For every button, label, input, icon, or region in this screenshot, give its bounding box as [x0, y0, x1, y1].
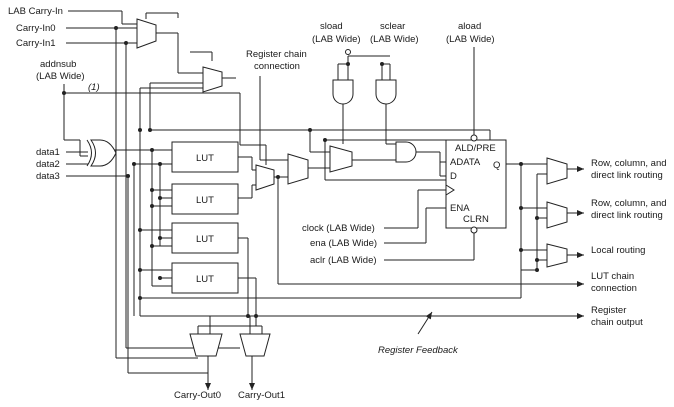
- carry-out1-label: Carry-Out1: [238, 390, 285, 401]
- addnsub-scope-label: (LAB Wide): [36, 71, 85, 82]
- aload-scope-label: (LAB Wide): [446, 34, 495, 45]
- sload-and-gate: [332, 79, 354, 105]
- register-block: [345, 49, 507, 234]
- register-ald-pre-label: ALD/PRE: [455, 143, 496, 154]
- lut-chain-connection-line2: connection: [591, 283, 637, 294]
- register-clrn-label: CLRN: [463, 214, 489, 225]
- register-input-and-gate: [395, 141, 417, 163]
- sload-scope-label: (LAB Wide): [312, 34, 361, 45]
- register-q-label: Q: [493, 160, 500, 171]
- lut-output-mux: [255, 164, 275, 191]
- lut-2: [171, 183, 239, 215]
- carry-out1-mux: [239, 333, 271, 357]
- addnsub-label: addnsub: [40, 59, 76, 70]
- register-chain-output-line1: Register: [591, 305, 626, 316]
- addnsub-mux: [202, 66, 223, 93]
- lut-3: [171, 222, 239, 254]
- register-chain-connection-label-line1: Register chain: [246, 49, 307, 60]
- routing-mux-2: [546, 201, 568, 229]
- register-d-label: D: [450, 171, 457, 182]
- sclear-label: sclear: [380, 21, 405, 32]
- lut-1-label: LUT: [196, 153, 214, 164]
- clock-label: clock (LAB Wide): [302, 223, 375, 234]
- row-column-routing-1-line2: direct link routing: [591, 170, 663, 181]
- wires: [63, 10, 584, 390]
- xor-gate: [86, 139, 117, 167]
- junction-dots: [62, 26, 539, 318]
- register-feedback-label: Register Feedback: [378, 345, 459, 356]
- lut-2-label: LUT: [196, 195, 214, 206]
- lab-carry-in-label: LAB Carry-In: [8, 6, 63, 17]
- register-chain-mux: [287, 153, 309, 185]
- data2-label: data2: [36, 159, 60, 170]
- row-column-routing-1-line1: Row, column, and: [591, 158, 667, 169]
- sclear-scope-label: (LAB Wide): [370, 34, 419, 45]
- register-ena-label: ENA: [450, 203, 470, 214]
- lut-1: [171, 141, 239, 173]
- sload-label: sload: [320, 21, 343, 32]
- sload-mux: [329, 145, 353, 173]
- register-chain-connection-label-line2: connection: [254, 61, 300, 72]
- lut-4: [171, 262, 239, 294]
- local-routing-mux: [546, 243, 568, 268]
- row-column-routing-2-line2: direct link routing: [591, 210, 663, 221]
- aclr-label: aclr (LAB Wide): [310, 255, 377, 266]
- register-chain-output-line2: chain output: [591, 317, 643, 328]
- carry-out0-mux: [189, 333, 223, 357]
- sclear-and-gate: [375, 79, 397, 105]
- carry-in-mux: [136, 18, 157, 49]
- ena-label: ena (LAB Wide): [310, 238, 377, 249]
- carry-out0-label: Carry-Out0: [174, 390, 221, 401]
- aload-label: aload: [458, 21, 481, 32]
- footnote-marker: (1): [88, 82, 100, 93]
- lut-chain-connection-line1: LUT chain: [591, 271, 634, 282]
- carry-in0-label: Carry-In0: [16, 23, 56, 34]
- carry-in1-label: Carry-In1: [16, 38, 56, 49]
- data1-label: data1: [36, 147, 60, 158]
- lut-4-label: LUT: [196, 274, 214, 285]
- lut-3-label: LUT: [196, 234, 214, 245]
- routing-mux-1: [546, 157, 568, 185]
- row-column-routing-2-line1: Row, column, and: [591, 198, 667, 209]
- data3-label: data3: [36, 171, 60, 182]
- register-adata-label: ADATA: [450, 157, 481, 168]
- local-routing-label: Local routing: [591, 245, 645, 256]
